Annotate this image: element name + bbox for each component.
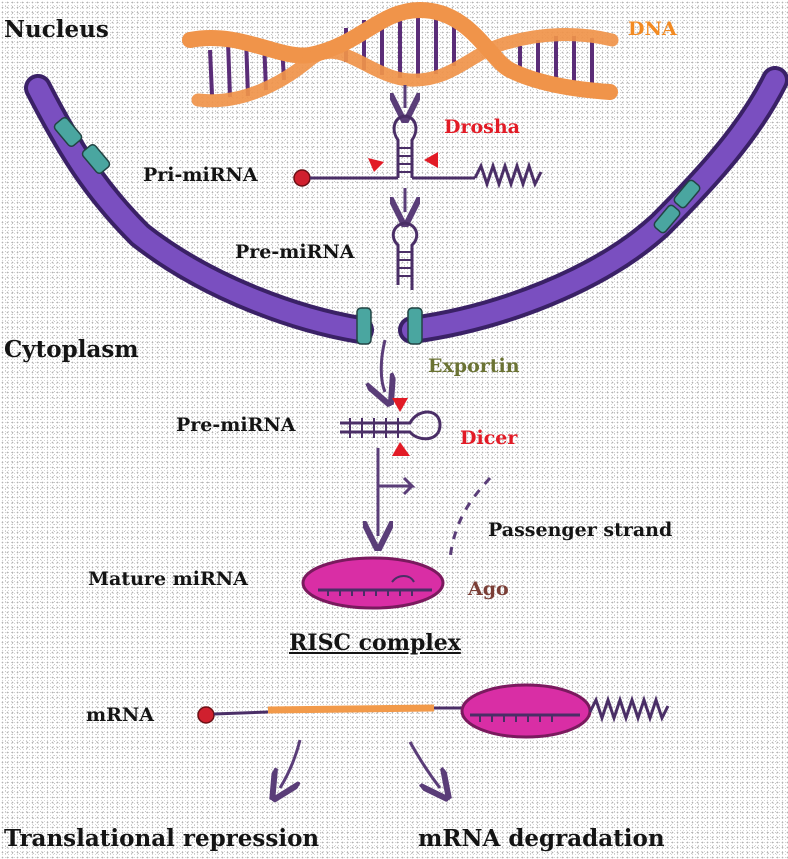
ago-label: Ago: [468, 578, 509, 600]
pri-mirna-icon: [293, 114, 543, 189]
arrow-export: [381, 339, 385, 392]
pre-mirna-hairpin-icon: [391, 221, 419, 290]
ago-protein-icon: [301, 556, 445, 610]
five-prime-cap-icon: [197, 706, 215, 724]
dicer-cut-icon: [392, 442, 410, 456]
pri-mirna-label: Pri-miRNA: [143, 164, 258, 186]
nuclear-pore-icon: [81, 144, 111, 174]
nuclear-pore-icon: [653, 204, 681, 234]
arrow-translational-repression: [280, 739, 302, 788]
nuclear-pore-icon: [53, 117, 83, 147]
nucleus-label: Nucleus: [4, 16, 109, 43]
pre-mirna-nuclear-label: Pre-miRNA: [235, 241, 355, 263]
poly-a-tail-icon: [473, 161, 543, 189]
pre-mirna-cytoplasm-label: Pre-miRNA: [176, 414, 296, 436]
five-prime-cap-icon: [293, 169, 311, 187]
exportin-label: Exportin: [428, 355, 520, 377]
drosha-label: Drosha: [444, 116, 520, 138]
ago-protein-icon: [460, 683, 592, 739]
dna-strand-b: [191, 28, 619, 108]
nuclear-pore-icon: [407, 307, 423, 345]
nuclear-pore-icon: [356, 307, 372, 345]
target-mrna-icon: [197, 683, 670, 739]
pre-mirna-dicer-icon: [340, 410, 442, 441]
passenger-strand-line: [448, 476, 492, 559]
dicer-cut-icon: [392, 398, 408, 412]
risc-complex-label: RISC complex: [289, 630, 461, 656]
stem-loop-icon: [392, 114, 418, 178]
nuclear-membrane: [24, 66, 788, 345]
drosha-cut-icon: [424, 152, 438, 168]
poly-a-tail-icon: [588, 695, 670, 723]
arrow-mrna-degradation: [408, 741, 440, 788]
dna-strand-a: [182, 1, 618, 100]
drosha-cut-icon: [368, 158, 384, 172]
mrna-degradation-label: mRNA degradation: [418, 825, 665, 852]
cytoplasm-label: Cytoplasm: [4, 336, 139, 363]
branch-arrow: [378, 476, 416, 496]
dicer-label: Dicer: [460, 427, 518, 449]
dna-label: DNA: [628, 18, 677, 40]
passenger-strand-label: Passenger strand: [488, 519, 673, 541]
dna-helix-icon: [182, 1, 619, 108]
membrane-left: [24, 74, 374, 344]
translational-repression-label: Translational repression: [4, 825, 320, 852]
mrna-label: mRNA: [86, 704, 155, 726]
mature-mirna-label: Mature miRNA: [88, 568, 248, 590]
nuclear-pore-icon: [673, 179, 701, 209]
